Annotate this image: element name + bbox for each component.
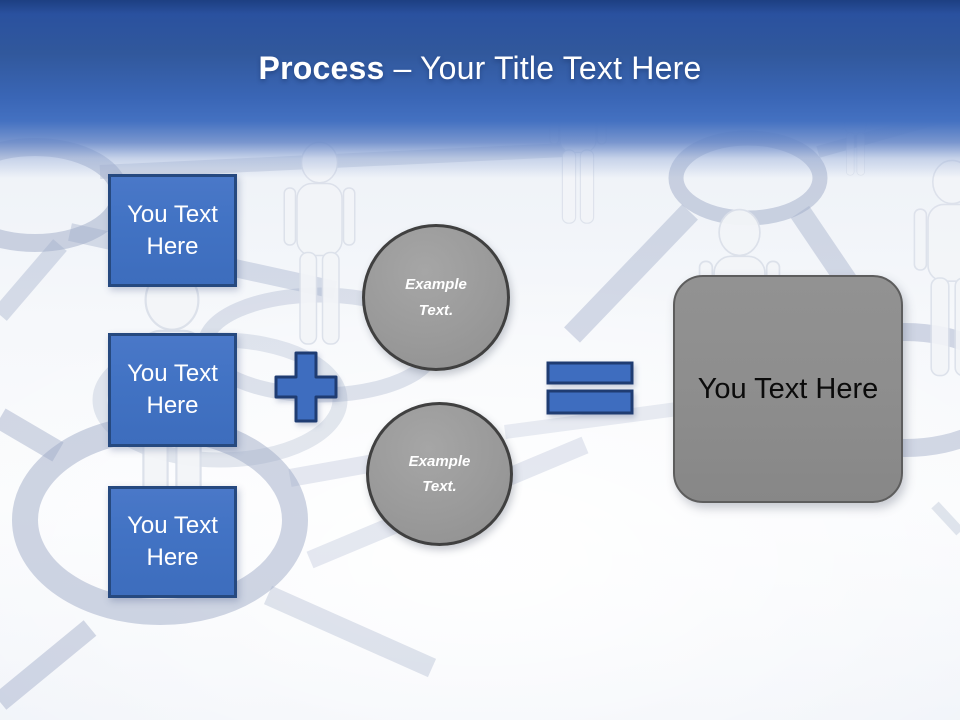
- input-box-1[interactable]: You Text Here: [108, 174, 237, 287]
- result-box-label: You Text Here: [697, 372, 879, 405]
- example-circle-1[interactable]: Example Text.: [362, 224, 510, 371]
- person-figure: [283, 141, 356, 345]
- slide-title-text: – Your Title Text Here: [393, 50, 702, 86]
- input-box-2-label: You Text Here: [127, 360, 218, 419]
- slide-title-emphasis: Process: [258, 50, 385, 86]
- input-box-1-label: You Text Here: [127, 200, 218, 260]
- result-box[interactable]: You Text Here: [673, 275, 903, 503]
- person-figure: [838, 80, 873, 176]
- equals-icon: [546, 361, 634, 415]
- input-box-3[interactable]: You Text Here: [108, 486, 237, 598]
- example-circle-1-label: Example Text.: [405, 276, 467, 319]
- input-box-2[interactable]: You Text Here: [108, 333, 237, 447]
- input-box-3-label: You Text Here: [127, 512, 218, 571]
- example-circle-2[interactable]: Example Text.: [366, 402, 513, 546]
- example-circle-2-label: Example Text.: [408, 452, 471, 496]
- slide-title[interactable]: Process– Your Title Text Here: [0, 50, 960, 87]
- plus-icon: [274, 351, 338, 423]
